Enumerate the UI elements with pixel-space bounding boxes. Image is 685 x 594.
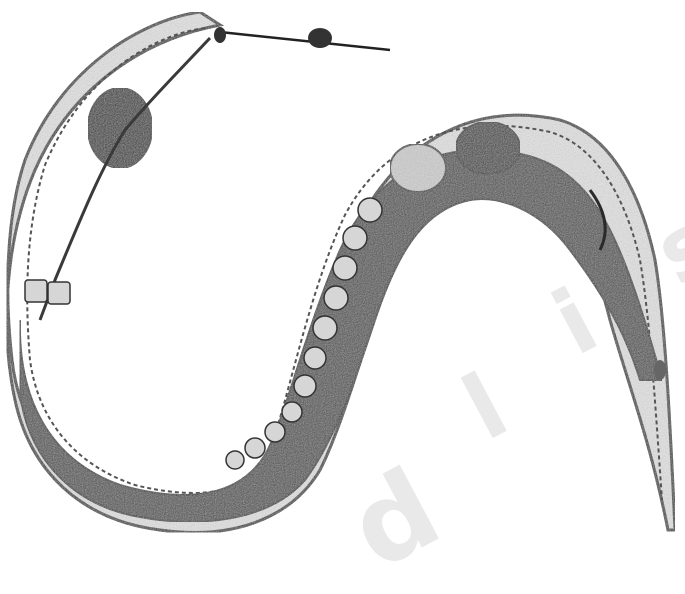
stylet bbox=[220, 32, 390, 50]
esophageal-bulb bbox=[88, 88, 152, 168]
intestine bbox=[20, 150, 662, 522]
egg-dark bbox=[456, 122, 520, 174]
nerve-ring bbox=[214, 27, 226, 43]
nematode-worm-illustration bbox=[0, 0, 685, 558]
egg-developing bbox=[390, 144, 446, 192]
esophagus bbox=[40, 38, 210, 320]
head-knob bbox=[308, 28, 332, 48]
anal-pore bbox=[654, 360, 666, 380]
